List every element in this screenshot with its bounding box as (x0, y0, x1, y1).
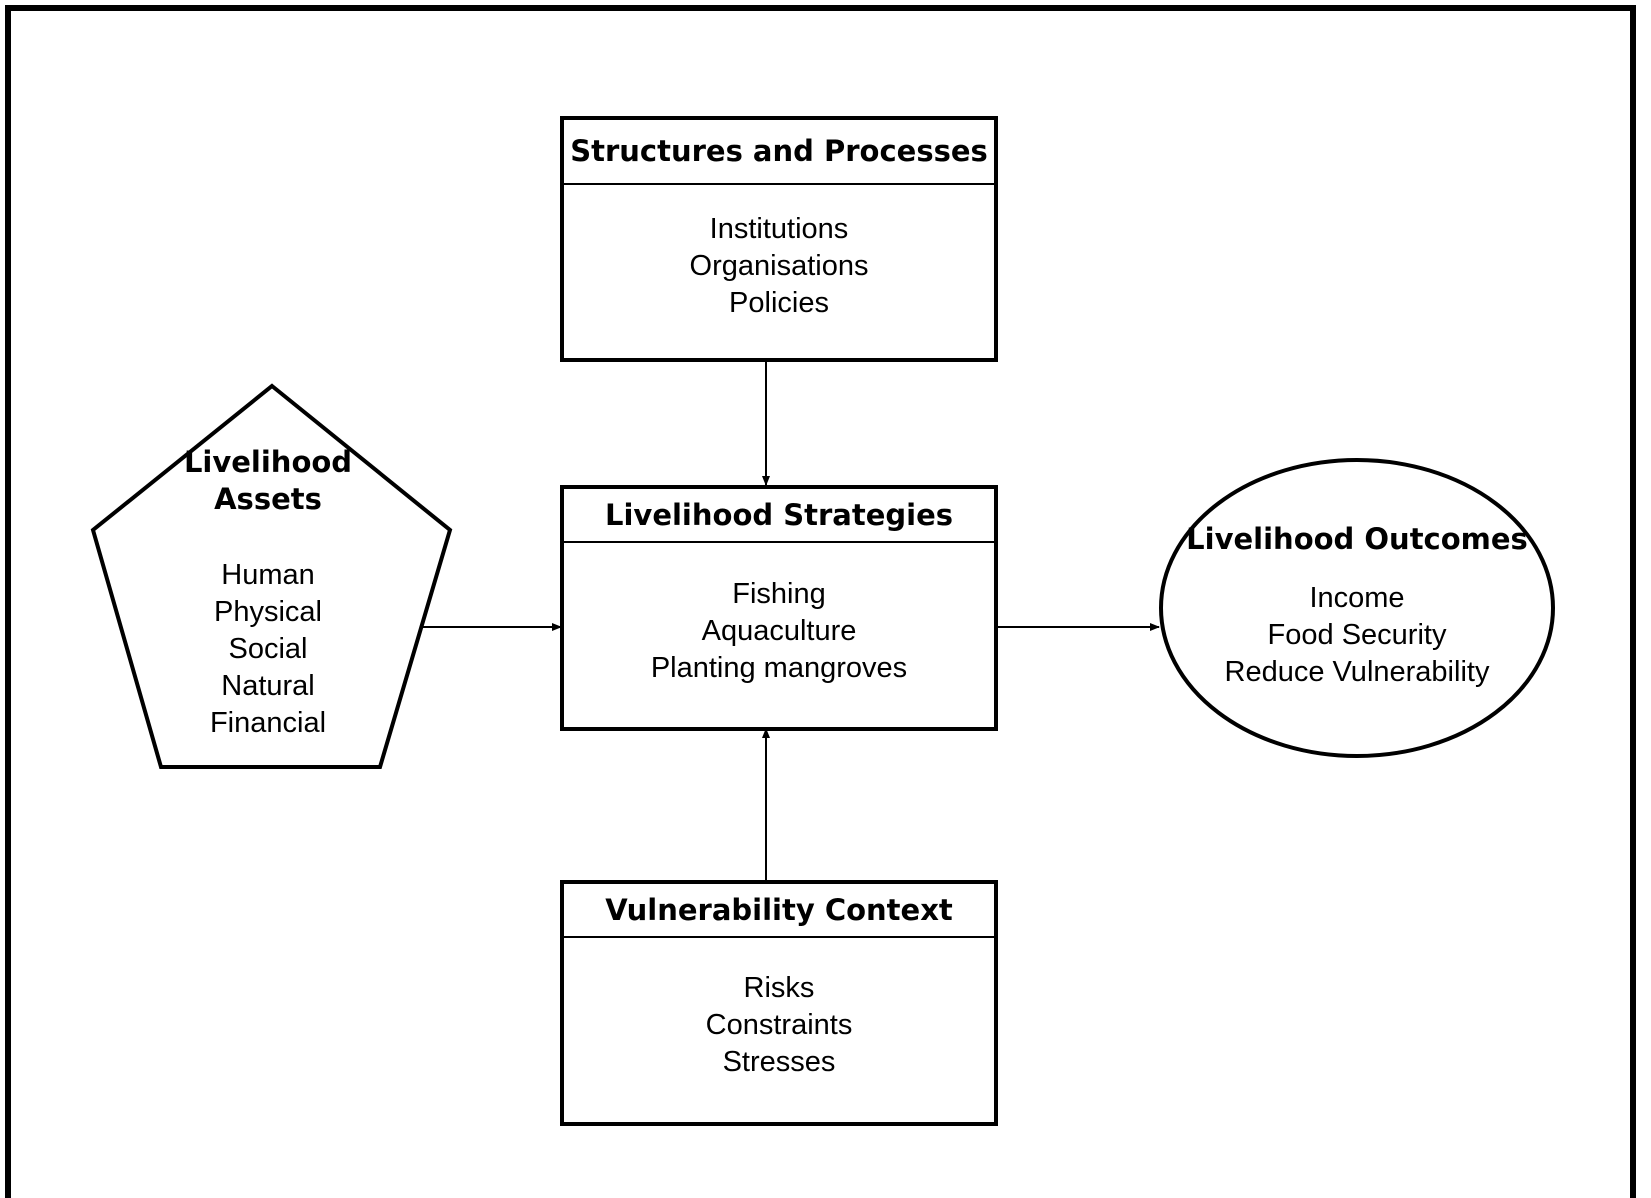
list-item: Aquaculture (701, 615, 857, 647)
diagram-frame (5, 5, 1636, 1198)
outcomes-title: Livelihood Outcomes (1186, 522, 1528, 556)
structures-box: Structures and Processes Institutions Or… (560, 116, 998, 362)
list-item: Income (1309, 582, 1405, 614)
list-item: Planting mangroves (650, 652, 908, 684)
assets-pentagon (90, 383, 453, 769)
list-item: Constraints (705, 1009, 853, 1041)
vulnerability-box: Vulnerability Context Risks Constraints … (560, 880, 998, 1126)
list-item: Social (228, 633, 308, 665)
list-item: Financial (209, 707, 327, 739)
list-item: Institutions (709, 213, 849, 245)
list-item: Human (221, 559, 315, 591)
list-item: Fishing (732, 578, 826, 610)
list-item: Risks (743, 972, 815, 1004)
list-item: Reduce Vulnerability (1224, 656, 1490, 688)
outcomes-ellipse (1159, 458, 1555, 758)
vulnerability-title: Vulnerability Context (564, 884, 994, 938)
list-item: Food Security (1267, 619, 1447, 651)
strategies-box: Livelihood Strategies Fishing Aquacultur… (560, 485, 998, 731)
vulnerability-list: Risks Constraints Stresses (564, 938, 994, 1081)
list-item: Stresses (722, 1046, 836, 1078)
assets-title: Livelihood Assets (168, 444, 368, 518)
assets-title-line2: Assets (214, 482, 322, 516)
list-item: Organisations (689, 250, 869, 282)
outcomes-list: Income Food Security Reduce Vulnerabilit… (1177, 580, 1537, 691)
assets-title-line1: Livelihood (183, 445, 353, 479)
list-item: Physical (214, 596, 322, 628)
structures-list: Institutions Organisations Policies (564, 185, 994, 322)
structures-title: Structures and Processes (564, 120, 994, 185)
assets-list: Human Physical Social Natural Financial (168, 557, 368, 742)
list-item: Policies (729, 287, 829, 319)
list-item: Natural (221, 670, 315, 702)
strategies-title: Livelihood Strategies (564, 489, 994, 543)
strategies-list: Fishing Aquaculture Planting mangroves (564, 543, 994, 687)
